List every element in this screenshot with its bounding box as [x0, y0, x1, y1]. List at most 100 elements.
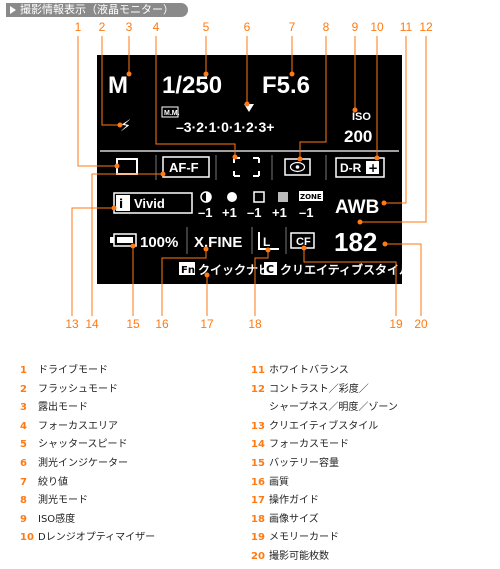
flash-icon: ⚡ [120, 118, 131, 135]
metering-dot [295, 165, 300, 169]
legend-item: 19 メモリーカード [251, 528, 339, 543]
legend-item: 20 撮影可能枚数 [251, 547, 329, 562]
legend-label: 露出モード [38, 402, 88, 414]
fn-key: Fn [181, 265, 195, 276]
callout-number-13: 13 [65, 317, 79, 331]
sharpness-value: –1 [247, 205, 261, 220]
legend-number: 17 [251, 495, 265, 507]
legend-number: 11 [251, 365, 265, 376]
legend-item: シャープネス／明度／ゾーン [251, 398, 398, 413]
image-size-icon [258, 232, 279, 250]
legend-number: 12 [251, 383, 265, 395]
legend-item: 18 画像サイズ [251, 510, 319, 525]
white-balance: AWB [335, 197, 379, 218]
fn-guide-label: クイックナビ [198, 262, 270, 277]
legend-number: 15 [251, 458, 265, 469]
callout-number-11: 11 [400, 20, 413, 34]
legend-number: 1 [20, 365, 27, 376]
legend-number: 18 [251, 513, 265, 525]
legend-label: シャッタースピード [38, 439, 128, 451]
callout-number-19: 19 [389, 317, 403, 331]
legend-number: 9 [20, 513, 27, 525]
legend-label: メモリーカード [269, 532, 339, 544]
creative-style-icon: i [119, 197, 123, 211]
creative-style: Vivid [134, 196, 165, 211]
shots-remaining: 182 [334, 227, 377, 257]
dro-plus-box [366, 161, 379, 174]
shutter-speed: 1/250 [162, 72, 222, 99]
creative-style-box [113, 192, 193, 214]
legend-label: Dレンジオプティマイザー [38, 532, 156, 544]
leader-dots [111, 71, 388, 278]
legend-number: 6 [20, 458, 27, 469]
legend-label: 撮影可能枚数 [269, 551, 329, 562]
zone-badge [299, 191, 323, 201]
legend-number: 2 [20, 383, 27, 395]
legend-number: 14 [251, 439, 265, 451]
legend-number: 19 [251, 532, 265, 544]
legend-label: コントラスト／彩度／ [269, 383, 369, 395]
battery-level: 100% [140, 234, 178, 251]
battery-tip [110, 237, 114, 243]
c-key-badge [264, 262, 277, 275]
iso-label: ISO [352, 111, 371, 123]
callout-number-4: 4 [153, 20, 160, 34]
iso-value: 200 [344, 127, 372, 146]
legend-label: ISO感度 [38, 513, 76, 525]
legend-label: バッテリー容量 [269, 458, 339, 469]
exposure-mode: M [108, 72, 128, 99]
legend-label: 操作ガイド [269, 495, 319, 507]
callout-number-12: 12 [419, 20, 433, 34]
legend-item: 6 測光インジケーター [20, 454, 128, 469]
legend-label: クリエイティブスタイル [269, 420, 379, 432]
zone-value: –1 [299, 205, 313, 220]
callout-number-16: 16 [155, 317, 169, 331]
zone-label: ZONE [300, 193, 322, 201]
legend-label: 画質 [269, 476, 289, 488]
lcd-screen [97, 55, 402, 284]
lcd-diagram: M 1/250 F5.6 ⚡ M.M. –3·2·1·0·1·2·3+ ISO … [65, 20, 433, 331]
metering-ellipse [289, 161, 306, 173]
callout-number-14: 14 [85, 317, 99, 331]
legend-number: 8 [20, 495, 27, 507]
section-title: 撮影情報表示（液晶モニター） [20, 3, 174, 16]
legend-label: 画像サイズ [269, 513, 319, 525]
legend-item: 15 バッテリー容量 [251, 454, 339, 469]
legend-item: 9 ISO感度 [20, 510, 75, 525]
callout-number-5: 5 [203, 20, 210, 34]
image-size: L [263, 235, 270, 249]
legend-number: 10 [20, 532, 34, 544]
section-header: 撮影情報表示（液晶モニター） [6, 3, 188, 17]
legend-number: 16 [251, 476, 265, 488]
legend-item: 8 測光モード [20, 491, 88, 506]
legend-label: 測光インジケーター [38, 458, 128, 469]
battery-fill [117, 237, 133, 243]
legend-label: 絞り値 [38, 476, 68, 488]
focus-mode: AF-F [169, 160, 199, 175]
dro-plus: + [368, 161, 378, 175]
sharpness-icon [253, 191, 265, 203]
callout-number-3: 3 [126, 20, 133, 34]
legend-number: 20 [251, 551, 265, 562]
saturation-value: +1 [222, 205, 237, 220]
mm-box [161, 106, 179, 118]
memory-card: CF [296, 236, 311, 248]
legend-item: 17 操作ガイド [251, 491, 319, 506]
legend-label: 測光モード [38, 495, 88, 507]
image-quality: X.FINE [194, 234, 242, 251]
callout-number-17: 17 [200, 317, 214, 331]
callout-number-9: 9 [352, 20, 359, 34]
callout-number-18: 18 [248, 317, 262, 331]
focus-mode-box [162, 156, 210, 178]
callout-number-7: 7 [289, 20, 296, 34]
legend-number: 4 [20, 420, 27, 432]
callout-number-8: 8 [323, 20, 330, 34]
dro-box [335, 157, 385, 178]
